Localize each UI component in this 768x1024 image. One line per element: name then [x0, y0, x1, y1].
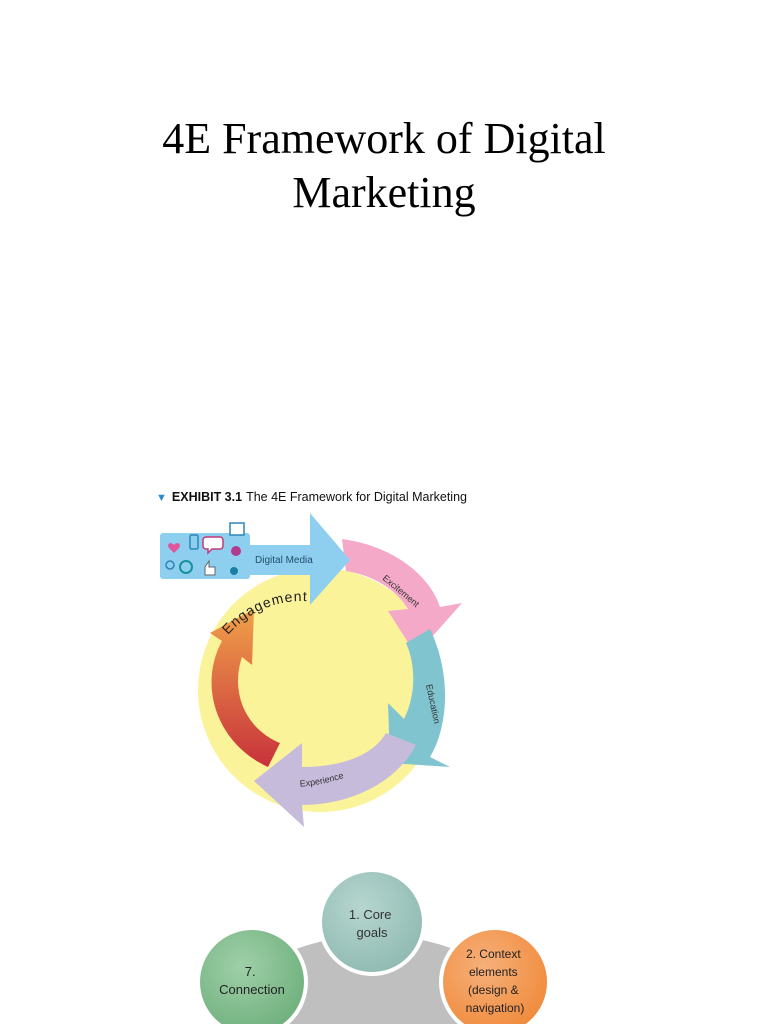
triangle-marker-icon: ▼ [156, 492, 167, 504]
connector-band [250, 935, 500, 1024]
heart-icon [168, 543, 180, 553]
exhibit-number: EXHIBIT 3.1 [171, 490, 243, 504]
process-node-core-goals: 1. Core goals [318, 868, 426, 976]
people-icon [230, 567, 238, 575]
excitement-arrow [342, 539, 462, 655]
icon-cluster [165, 522, 245, 576]
chat-bubble-icon [202, 536, 224, 555]
process-steps-diagram: 1. Core goals 2. Context elements (desig… [196, 868, 551, 1024]
context-line-3: (design & [468, 983, 519, 997]
four-e-cycle-diagram: Digital Media Excitement Education Exper… [160, 513, 462, 827]
context-line-2: elements [469, 965, 518, 979]
experience-arrow [254, 733, 416, 827]
exhibit-caption-text: The 4E Framework for Digital Marketing [246, 490, 467, 504]
slide-title-line-2: Marketing [292, 168, 476, 217]
play-icon [231, 546, 241, 556]
digital-media-arrow [230, 513, 350, 605]
core-goals-line-2: goals [356, 925, 388, 940]
social-icons-panel [160, 533, 250, 579]
education-arrow [388, 629, 450, 767]
process-node-context-elements: 2. Context elements (design & navigation… [439, 926, 551, 1024]
thumbs-up-icon [204, 559, 216, 576]
context-line-1: 2. Context [466, 947, 521, 961]
svg-text:7. Connection: 7. Connection [219, 964, 285, 997]
slide-title: 4E Framework of Digital Marketing [0, 112, 768, 220]
connection-line-1: 7. [245, 964, 256, 979]
phone-icon [189, 534, 199, 550]
svg-text:2. Context elements: 2. Context elements (design & navigation… [466, 947, 525, 1015]
photo-icon [229, 522, 245, 536]
core-goals-line-1: 1. Core [349, 907, 392, 922]
link-icon [165, 560, 175, 570]
svg-text:1. Core goals: 1. Core goals [349, 907, 395, 940]
engagement-arrow [210, 609, 280, 767]
process-node-connection: 7. Connection [196, 926, 308, 1024]
speech-icon [179, 560, 193, 574]
digital-media-label: Digital Media [255, 555, 313, 566]
slide-title-line-1: 4E Framework of Digital [162, 114, 606, 163]
connection-line-2: Connection [219, 982, 285, 997]
context-line-4: navigation) [466, 1001, 525, 1015]
